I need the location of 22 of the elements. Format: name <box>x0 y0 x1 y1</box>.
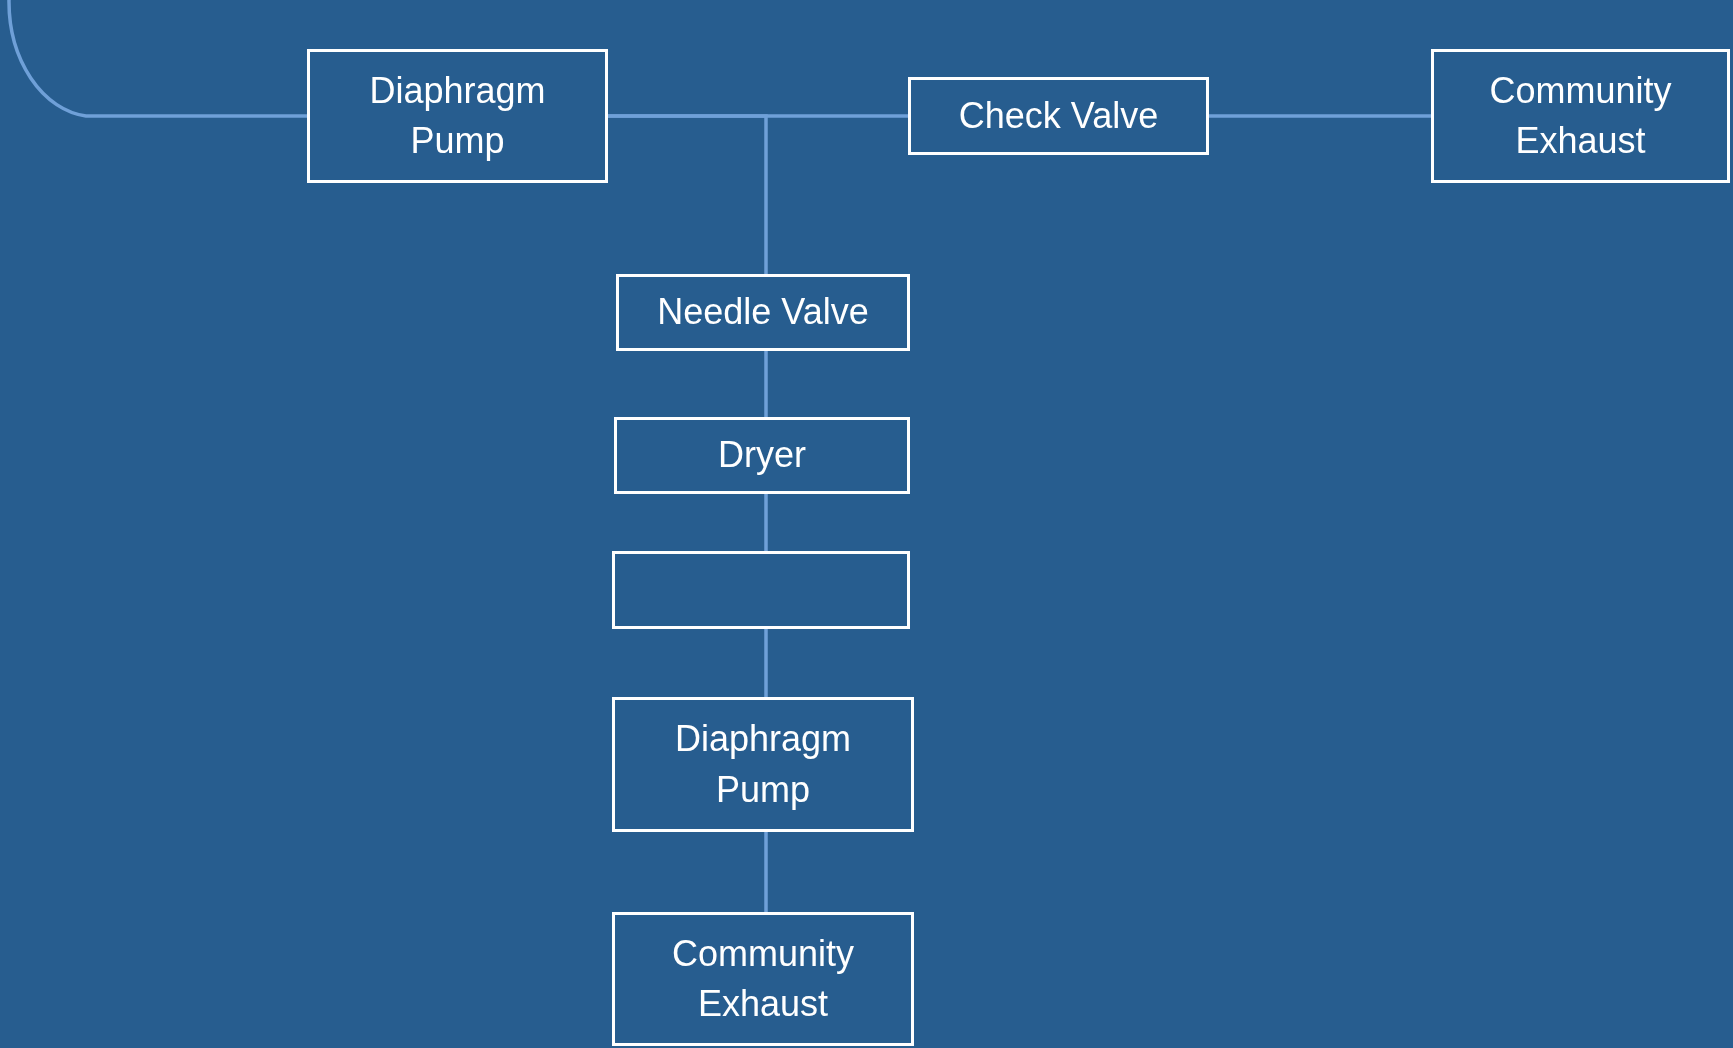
connector-line <box>764 832 768 912</box>
connector-line <box>764 494 768 551</box>
process-box <box>612 697 914 832</box>
connector-line <box>764 629 768 697</box>
box-label: Check Valve <box>957 93 1160 138</box>
inlet-line <box>7 0 307 118</box>
box-label: Community Exhaust <box>670 931 855 1026</box>
empty-box <box>612 551 910 629</box>
box-label: Community Exhaust <box>1488 68 1673 163</box>
box-label: Dryer <box>717 433 807 478</box>
process-box <box>616 274 910 351</box>
process-box <box>612 912 914 1046</box>
box-label: Needle Valve <box>656 290 870 335</box>
box-label: Diaphragm Pump <box>673 717 853 812</box>
connector-line <box>1209 114 1431 118</box>
process-box <box>614 417 910 494</box>
connector-line <box>608 114 768 274</box>
process-box <box>307 49 608 183</box>
connector-line <box>764 351 768 417</box>
process-box <box>908 77 1209 155</box>
process-box <box>1431 49 1730 183</box>
box-label: Diaphragm Pump <box>368 68 547 163</box>
